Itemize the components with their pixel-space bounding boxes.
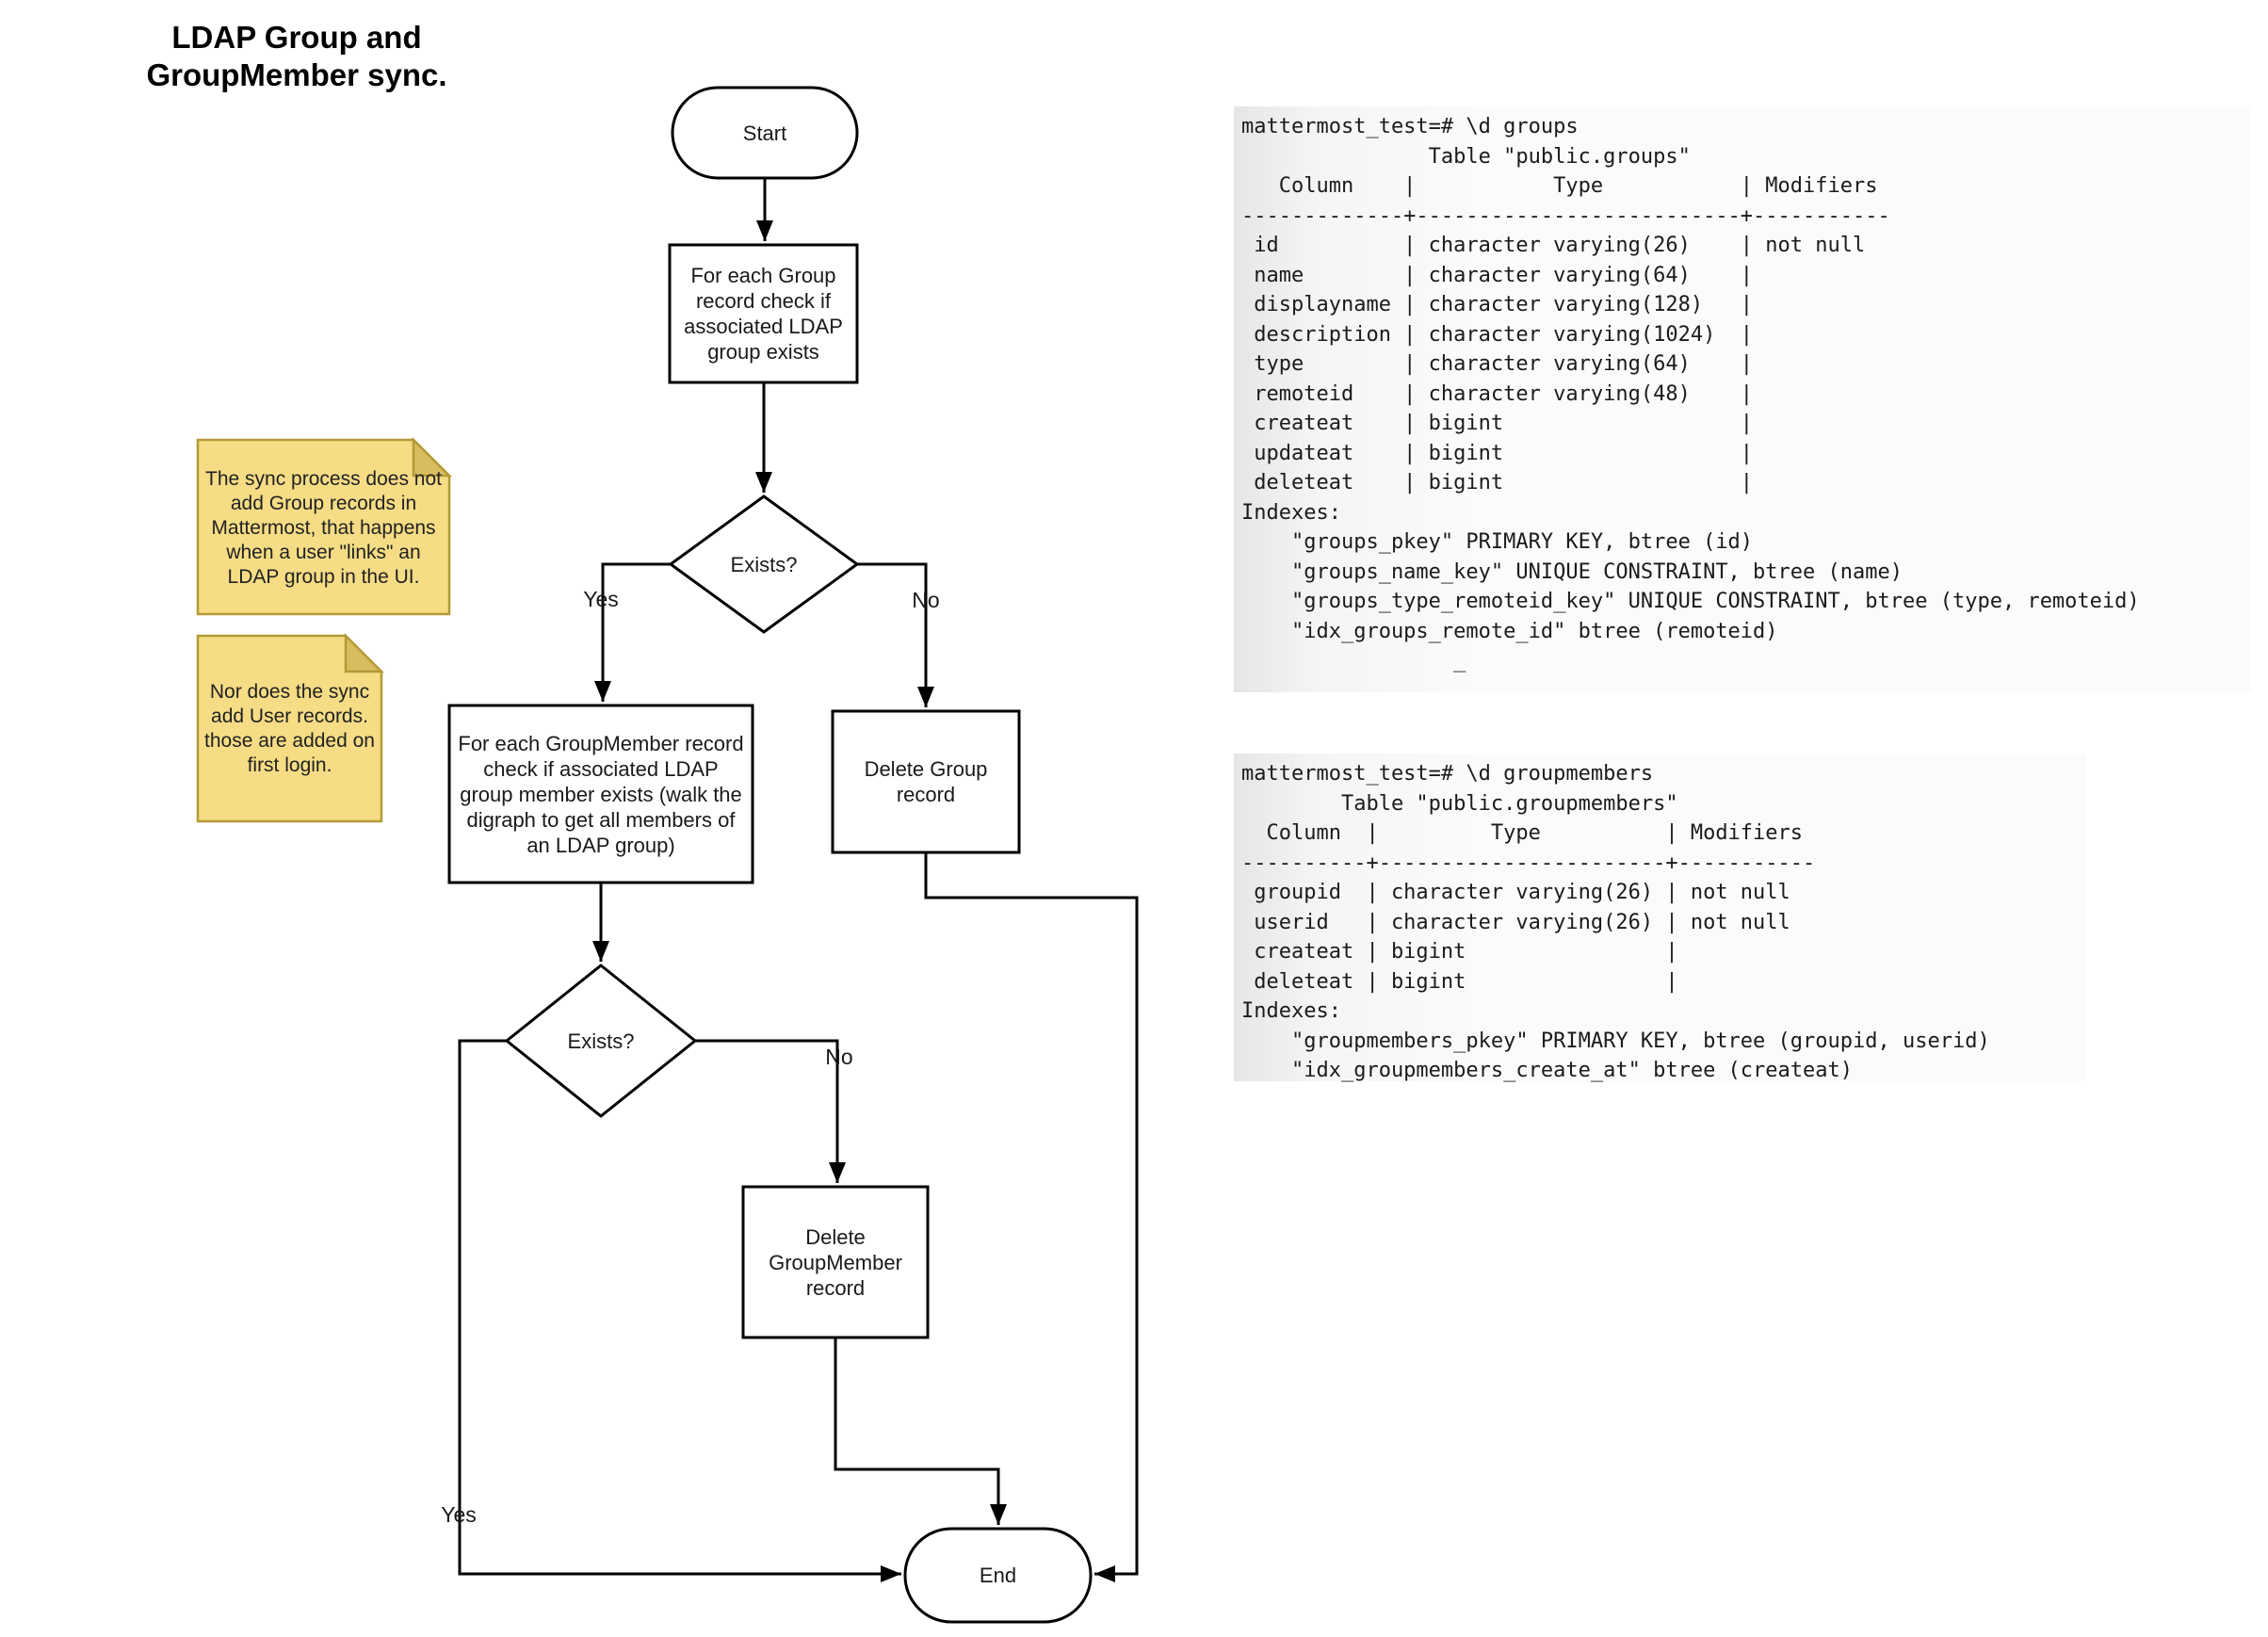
exists-group-decision-label: Exists? <box>730 552 798 576</box>
check-groupmember-node-label: For each GroupMember record check if ass… <box>458 731 744 857</box>
sticky-note-2-text: Nor does the sync add User records. thos… <box>204 681 375 776</box>
edge-deletegroup-to-end <box>924 852 1139 1582</box>
diagram-title-line2: GroupMember sync. <box>146 57 447 92</box>
sticky-note-2-fold <box>344 632 385 673</box>
edge-label-exists1-yes: Yes <box>583 586 619 611</box>
edge-deletegroupmember-to-end <box>834 1337 1007 1525</box>
edge-exists1-yes <box>594 562 671 702</box>
edge-exists2-no <box>695 1039 846 1183</box>
edge-exists1-no <box>857 562 934 707</box>
psql-groups-table-output: mattermost_test=# \d groups Table "publi… <box>1234 106 2251 692</box>
start-node-shape <box>671 86 859 180</box>
edge-label-exists2-no: No <box>825 1044 853 1069</box>
sticky-note-1-text: The sync process does not add Group reco… <box>205 468 442 588</box>
psql-groups-table-text: mattermost_test=# \d groups Table "publi… <box>1241 115 2140 673</box>
exists-groupmember-decision-shape <box>504 964 698 1118</box>
diagram-title: LDAP Group and GroupMember sync. <box>113 19 480 94</box>
delete-group-node-label: Delete Group record <box>864 757 988 806</box>
delete-group-node-shape <box>831 709 1021 854</box>
start-node-label: Start <box>742 121 787 145</box>
exists-group-decision-shape <box>668 494 860 634</box>
exists-groupmember-decision-label: Exists? <box>567 1029 635 1053</box>
delete-groupmember-node-label: Delete GroupMember record <box>769 1224 902 1300</box>
end-node-shape <box>903 1527 1093 1624</box>
psql-groupmembers-table-output: mattermost_test=# \d groupmembers Table … <box>1234 754 2086 1082</box>
edge-label-exists1-no: No <box>912 587 940 612</box>
check-groupmember-node-shape <box>447 704 754 884</box>
sticky-note-1-shape <box>196 438 451 616</box>
end-node-label: End <box>979 1564 1017 1587</box>
sticky-note-1-fold <box>412 436 453 478</box>
delete-groupmember-node-shape <box>741 1185 930 1339</box>
psql-groupmembers-table-text: mattermost_test=# \d groupmembers Table … <box>1241 762 1990 1082</box>
sticky-note-2-shape <box>196 634 383 823</box>
connectors <box>458 178 1139 1582</box>
check-group-node-label: For each Group record check if associate… <box>684 264 843 364</box>
edge-exists2-yes-to-end <box>458 1039 901 1582</box>
check-group-node-shape <box>668 243 859 384</box>
diagram-title-line1: LDAP Group and <box>171 20 422 55</box>
edge-label-exists2-yes: Yes <box>441 1501 477 1527</box>
